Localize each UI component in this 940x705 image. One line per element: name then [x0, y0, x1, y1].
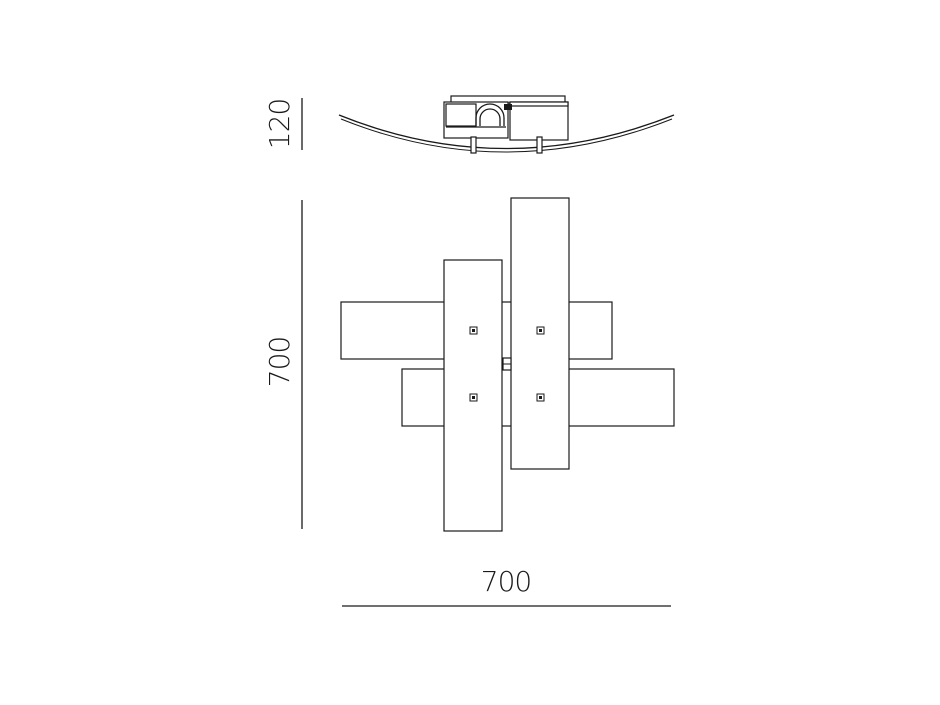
bulb-shape — [475, 103, 505, 126]
screw-top-left — [469, 326, 478, 335]
right-housing-cap — [509, 101, 569, 107]
curved-glass-inner — [340, 118, 673, 153]
side-view: 120 — [263, 95, 675, 154]
glass-clip-left — [470, 136, 477, 154]
left-housing-inner — [445, 103, 477, 127]
front-view: 700 700 — [263, 197, 675, 607]
center-connector — [504, 104, 512, 110]
glass-clip-right — [536, 136, 543, 154]
horizontal-dimension-label: 700 — [481, 565, 531, 598]
bulb-shape-inner — [479, 108, 501, 126]
screw-bottom-left — [469, 393, 478, 402]
height-dimension-label: 120 — [263, 99, 296, 149]
screw-bottom-right — [536, 393, 545, 402]
curved-glass-profile — [338, 114, 675, 150]
vertical-dimension-label: 700 — [263, 337, 296, 387]
right-housing — [509, 101, 569, 141]
screw-top-right — [536, 326, 545, 335]
